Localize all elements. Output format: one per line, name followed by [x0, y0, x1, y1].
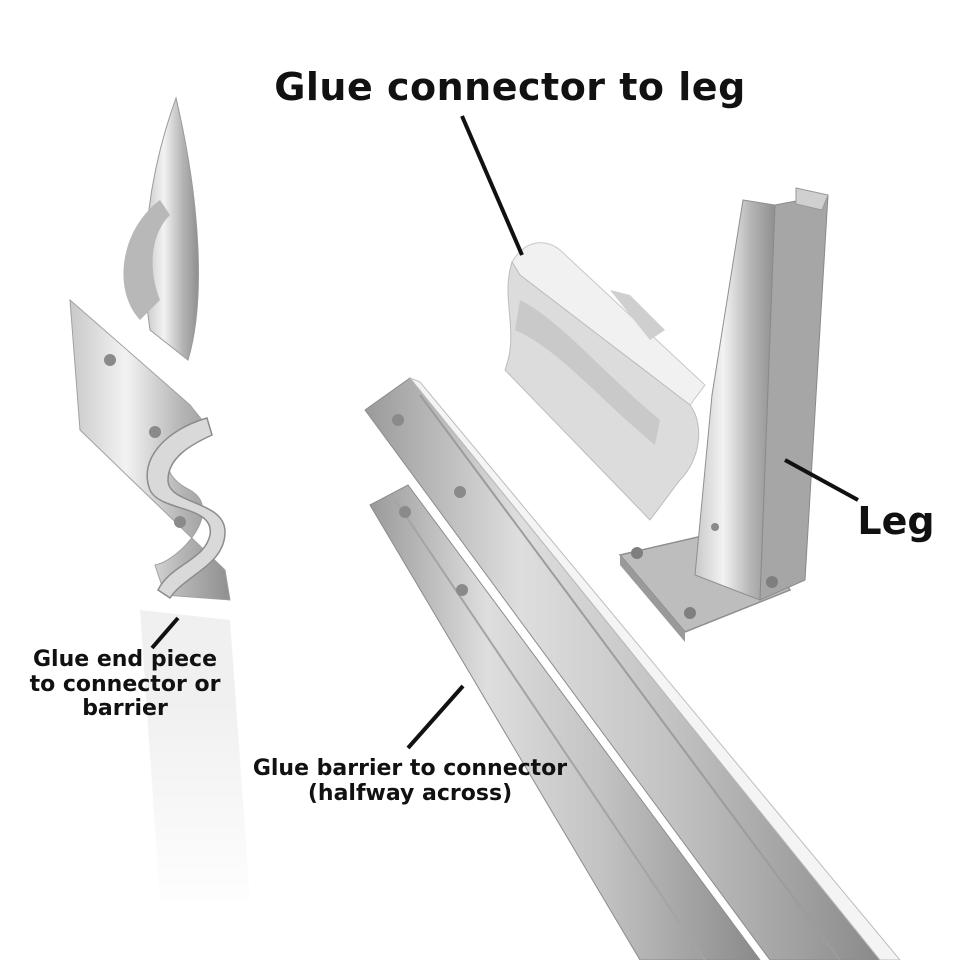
label-end-piece-line: to connector or: [29, 671, 221, 697]
label-leg: Leg: [857, 499, 935, 543]
leg-hole: [711, 523, 719, 531]
end-piece-hole: [174, 516, 186, 528]
barrier-groove: [419, 394, 841, 960]
label-end-piece-line: barrier: [82, 696, 168, 722]
leg-bolt: [631, 547, 643, 559]
end-piece-fin: [144, 96, 199, 361]
label-end-piece: Glue end piece to connector or barrier: [0, 647, 250, 722]
end-piece: [69, 96, 270, 920]
label-barrier-line: (halfway across): [307, 780, 513, 806]
leg-post-flange: [795, 187, 829, 211]
leg-base-plate-edge: [620, 555, 685, 642]
end-piece-hole: [104, 354, 116, 366]
end-piece-s-profile: [146, 417, 226, 600]
barrier-hole: [454, 486, 466, 498]
end-piece-curl: [123, 200, 170, 320]
label-barrier: Glue barrier to connector (halfway acros…: [200, 756, 620, 806]
barrier-lower-rail: [369, 484, 761, 960]
leg-bolt: [766, 576, 778, 588]
label-connector: Glue connector to leg: [274, 65, 746, 109]
label-end-piece-line: Glue end piece: [32, 647, 217, 672]
barrier: [364, 376, 901, 960]
leader-line-barrier: [406, 684, 465, 750]
leader-line-connector: [460, 115, 524, 256]
connector: [504, 242, 706, 521]
barrier-hole: [456, 584, 468, 596]
barrier-upper-edge: [408, 376, 901, 960]
barrier-hole: [399, 506, 411, 518]
leader-line-end-piece: [150, 616, 180, 650]
end-piece-hole: [149, 426, 161, 438]
leg-post-front: [694, 199, 776, 601]
connector-side-tab: [610, 290, 665, 340]
barrier-hole: [392, 414, 404, 426]
leg-bolt: [684, 607, 696, 619]
connector-groove: [515, 300, 660, 445]
leg: [618, 187, 829, 642]
barrier-groove: [394, 499, 706, 960]
label-barrier-line: Glue barrier to connector: [252, 756, 568, 781]
leader-line-leg: [784, 458, 859, 502]
